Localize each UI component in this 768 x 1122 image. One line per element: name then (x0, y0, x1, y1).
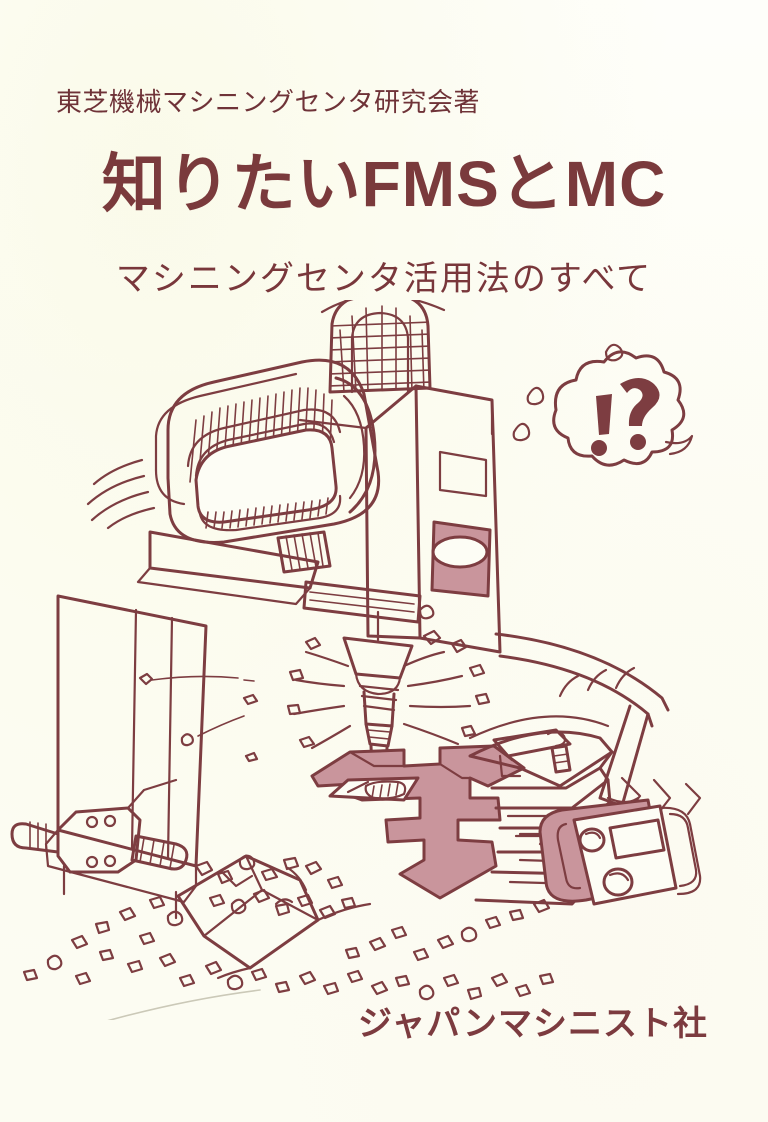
book-title: 知りたいFMSとMC (101, 148, 667, 220)
question-glyph (620, 378, 660, 426)
tool-magazine-drum (320, 300, 446, 394)
motion-lines (558, 666, 702, 818)
motion-lines (86, 458, 156, 530)
workpiece-fixture (310, 744, 526, 900)
cutting-sparks (292, 610, 472, 750)
exclamation-dot (591, 440, 607, 456)
exclamation-glyph (596, 394, 612, 435)
motion-lines (320, 300, 446, 314)
coolant-nozzle (10, 778, 189, 874)
author-line: 東芝機械マシニングセンタ研究会著 (56, 87, 481, 117)
head-slide (136, 530, 422, 624)
finished-workpiece (176, 854, 372, 980)
pendant-control-panel (494, 632, 702, 906)
book-subtitle: マシニングセンタ活用法のすべて (115, 260, 653, 298)
question-dot (630, 434, 646, 450)
publisher-name: ジャパンマシニスト社 (358, 1005, 708, 1043)
cover-illustration: .ln { fill:none; stroke:#7d3d41; stroke-… (0, 300, 768, 1020)
spindle-head-cover (86, 358, 381, 574)
machine-column (298, 384, 502, 654)
metal-chips (22, 854, 555, 1001)
spindle-with-end-mill (286, 604, 491, 797)
thought-bubble (512, 343, 694, 467)
sweat-drops (512, 386, 545, 442)
